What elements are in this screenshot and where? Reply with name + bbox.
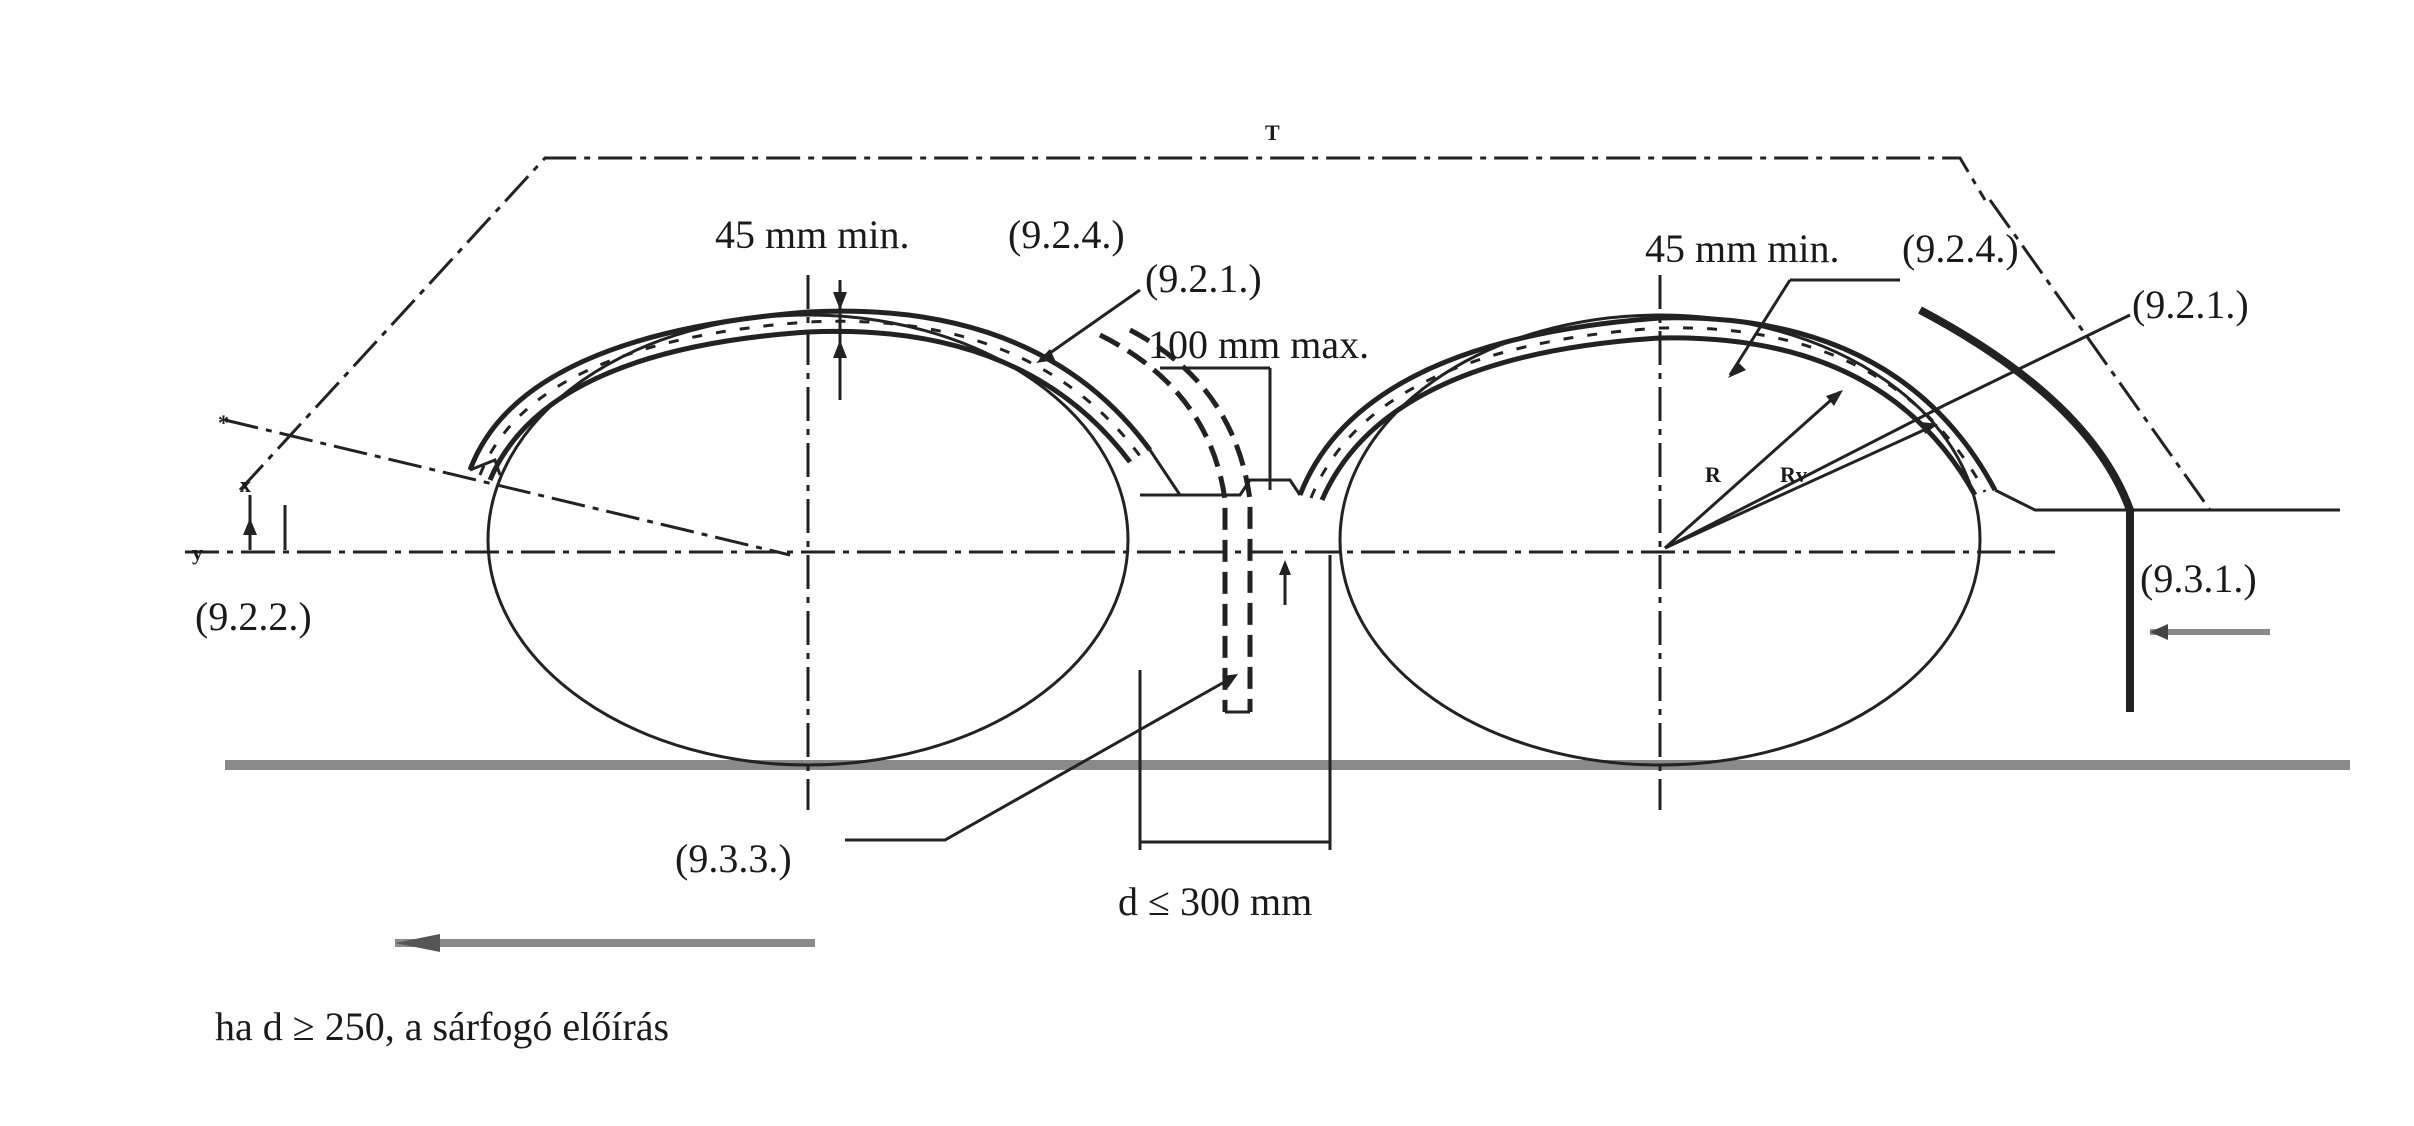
leader-921-left xyxy=(1039,288,1141,362)
min45-left-arrowhead-b xyxy=(833,340,847,358)
leader-921-left-arrowhead xyxy=(1036,349,1055,363)
label-922: (9.2.2.) xyxy=(195,594,312,639)
label-924-right: (9.2.4.) xyxy=(1902,226,2019,271)
center-gap-arrowhead xyxy=(1279,560,1291,575)
label-Rv: Rv xyxy=(1780,462,1807,487)
label-921-left: (9.2.1.) xyxy=(1145,256,1262,301)
dimension-line-T xyxy=(238,156,1987,492)
label-924-left: (9.2.4.) xyxy=(1008,212,1125,257)
min45-left-arrowhead-a xyxy=(833,292,847,310)
middle-flap-left xyxy=(1098,332,1228,712)
label-R: R xyxy=(1705,462,1722,487)
direction-arrow-head xyxy=(395,934,440,952)
middle-gap-profile xyxy=(1150,478,1302,497)
leader-921-right-2 xyxy=(1664,403,1946,550)
min45-right-arrow xyxy=(1728,279,1792,376)
middle-flap-right xyxy=(1128,327,1253,712)
min45-right-arrowhead xyxy=(1728,362,1746,378)
right-mudguard-outer xyxy=(1297,315,1998,496)
leader-933-arrowhead xyxy=(1222,674,1238,688)
right-mudguard-inner xyxy=(1319,335,1978,501)
label-45mm-min-left: 45 mm min. xyxy=(715,212,909,257)
left-mudguard-inner xyxy=(487,328,1132,481)
right-mudguard-hatch xyxy=(1309,326,1987,499)
dim-922-arrowhead xyxy=(243,518,257,535)
left-mudguard-bracket xyxy=(469,458,502,476)
radius-R-arrowhead xyxy=(1826,390,1843,406)
leader-931-arrowhead xyxy=(2150,624,2168,640)
label-931: (9.3.1.) xyxy=(2140,556,2257,601)
label-933: (9.3.3.) xyxy=(675,836,792,881)
label-x: x xyxy=(240,472,251,497)
rear-flap-outer xyxy=(1918,306,2134,712)
rear-flap-dash xyxy=(1919,308,1961,332)
angle-line-922 xyxy=(224,418,791,557)
leader-933 xyxy=(845,674,1236,842)
radius-Rv-arrowhead xyxy=(1921,422,1938,434)
right-mudguard-bracket xyxy=(1994,488,2340,512)
label-note: ha d ≥ 250, a sárfogó előírás xyxy=(215,1004,669,1049)
dimension-line-T-right xyxy=(1988,199,2212,511)
leader-921-right xyxy=(1944,313,2131,407)
label-d-limit: d ≤ 300 mm xyxy=(1118,879,1312,924)
label-921-right: (9.2.1.) xyxy=(2132,282,2249,327)
radius-R-line xyxy=(1664,390,1841,550)
label-45mm-min-right: 45 mm min. xyxy=(1645,226,1839,271)
label-T: T xyxy=(1265,120,1280,145)
left-mudguard-bracket-r xyxy=(1140,449,1183,497)
left-mudguard-hatch xyxy=(478,319,1142,476)
left-mudguard-outer xyxy=(467,308,1153,471)
label-100mm-max: 100 mm max. xyxy=(1148,322,1369,367)
label-star: * xyxy=(218,410,229,435)
radius-Rv-line xyxy=(1664,423,1936,550)
label-y: y xyxy=(192,540,203,565)
